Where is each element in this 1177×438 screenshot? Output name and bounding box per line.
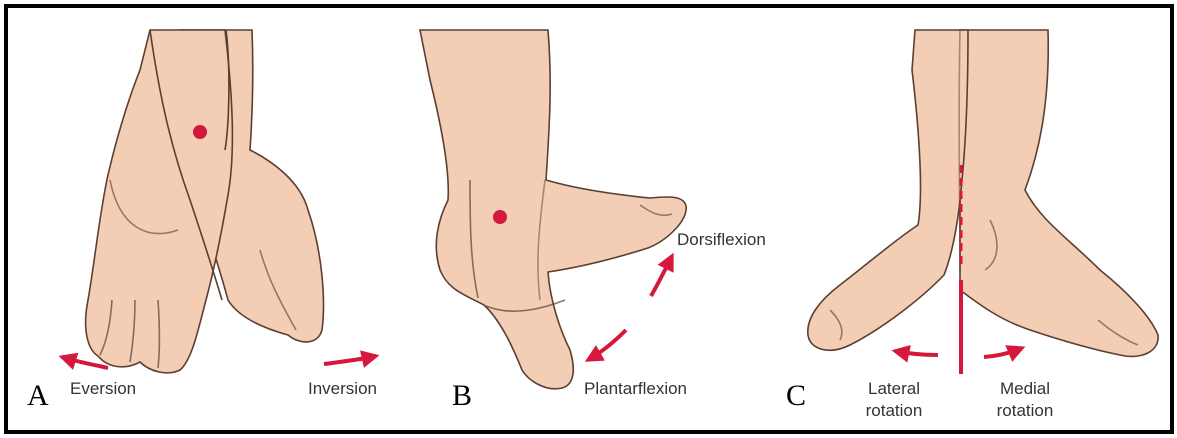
label-inversion: Inversion: [308, 379, 377, 399]
marker-dot-b: [493, 210, 507, 224]
panel-a-feet: [86, 30, 324, 373]
plantarflexion-arrow: [588, 330, 626, 360]
label-medial-rotation: Medial rotation: [985, 378, 1065, 422]
medial-rotation-arrow: [984, 348, 1022, 357]
dorsiflexion-arrow: [651, 256, 672, 296]
marker-dot-a: [193, 125, 207, 139]
panel-letter-c: C: [786, 379, 806, 413]
label-dorsiflexion: Dorsiflexion: [677, 230, 766, 250]
panel-letter-a: A: [27, 379, 49, 413]
label-eversion: Eversion: [70, 379, 136, 399]
lateral-rotation-arrow: [895, 351, 938, 355]
label-plantarflexion: Plantarflexion: [584, 379, 687, 399]
panel-letter-b: B: [452, 379, 472, 413]
label-lateral-rotation: Lateral rotation: [856, 378, 932, 422]
panel-c-feet: [808, 30, 1158, 356]
panel-b-foot: [420, 30, 686, 389]
inversion-arrow: [324, 356, 376, 364]
